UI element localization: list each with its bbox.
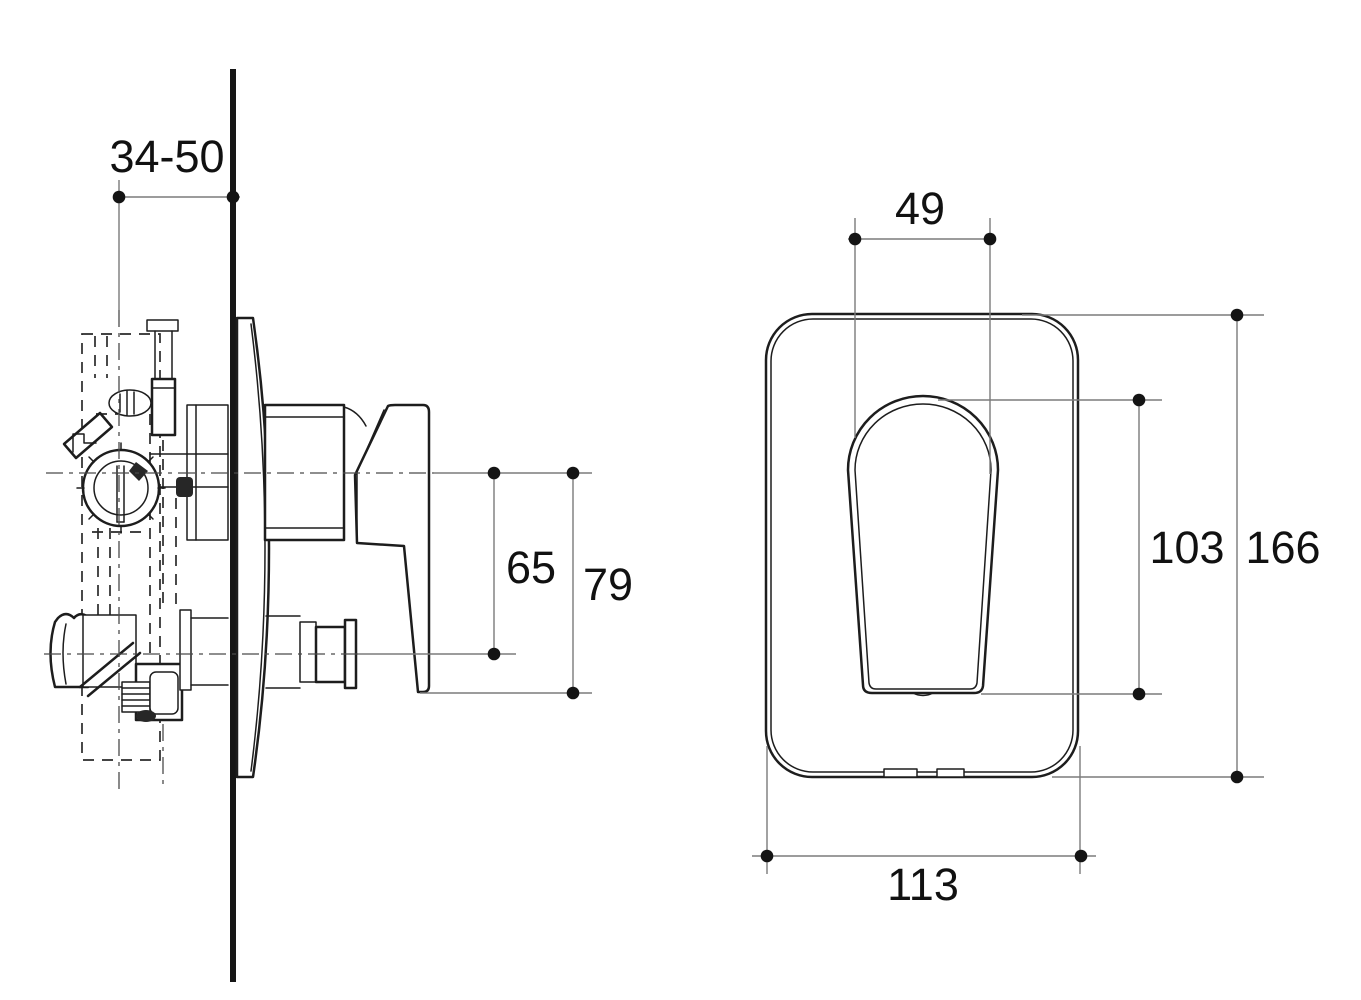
plate-bottom-notch-left <box>883 768 918 778</box>
upper-inlet-assembly <box>62 319 179 460</box>
dimension-103-label: 103 <box>1149 522 1224 573</box>
dimension-65: 65 <box>358 466 592 661</box>
dimension-166-label: 166 <box>1245 522 1320 573</box>
dimension-79-label: 79 <box>583 559 633 610</box>
dimension-113: 113 <box>752 746 1096 910</box>
dimension-wall-depth-label: 34-50 <box>109 131 224 182</box>
valve-cartridge-circle <box>76 442 166 534</box>
side-view: 34-50 65 79 <box>44 69 633 982</box>
dimension-49-label: 49 <box>895 183 945 234</box>
dimension-113-label: 113 <box>887 859 959 910</box>
plate-bottom-notch-right <box>936 768 965 778</box>
flange-screw <box>176 477 193 497</box>
dimension-79: 79 <box>420 466 633 700</box>
rough-in-box-hidden-outline <box>81 333 161 761</box>
dimension-103: 103 <box>938 393 1225 701</box>
dimension-166: 166 <box>1022 308 1321 784</box>
handle-front <box>846 394 1000 697</box>
dimension-65-label: 65 <box>506 542 556 593</box>
trim-plate-side <box>235 316 271 779</box>
dimension-49: 49 <box>848 183 997 474</box>
lower-outlet-assembly <box>49 609 229 722</box>
front-view: 49 103 166 113 <box>752 183 1321 910</box>
outlet-stub-side <box>265 615 358 690</box>
dimension-wall-depth: 34-50 <box>109 131 240 204</box>
handle-side <box>353 403 431 694</box>
